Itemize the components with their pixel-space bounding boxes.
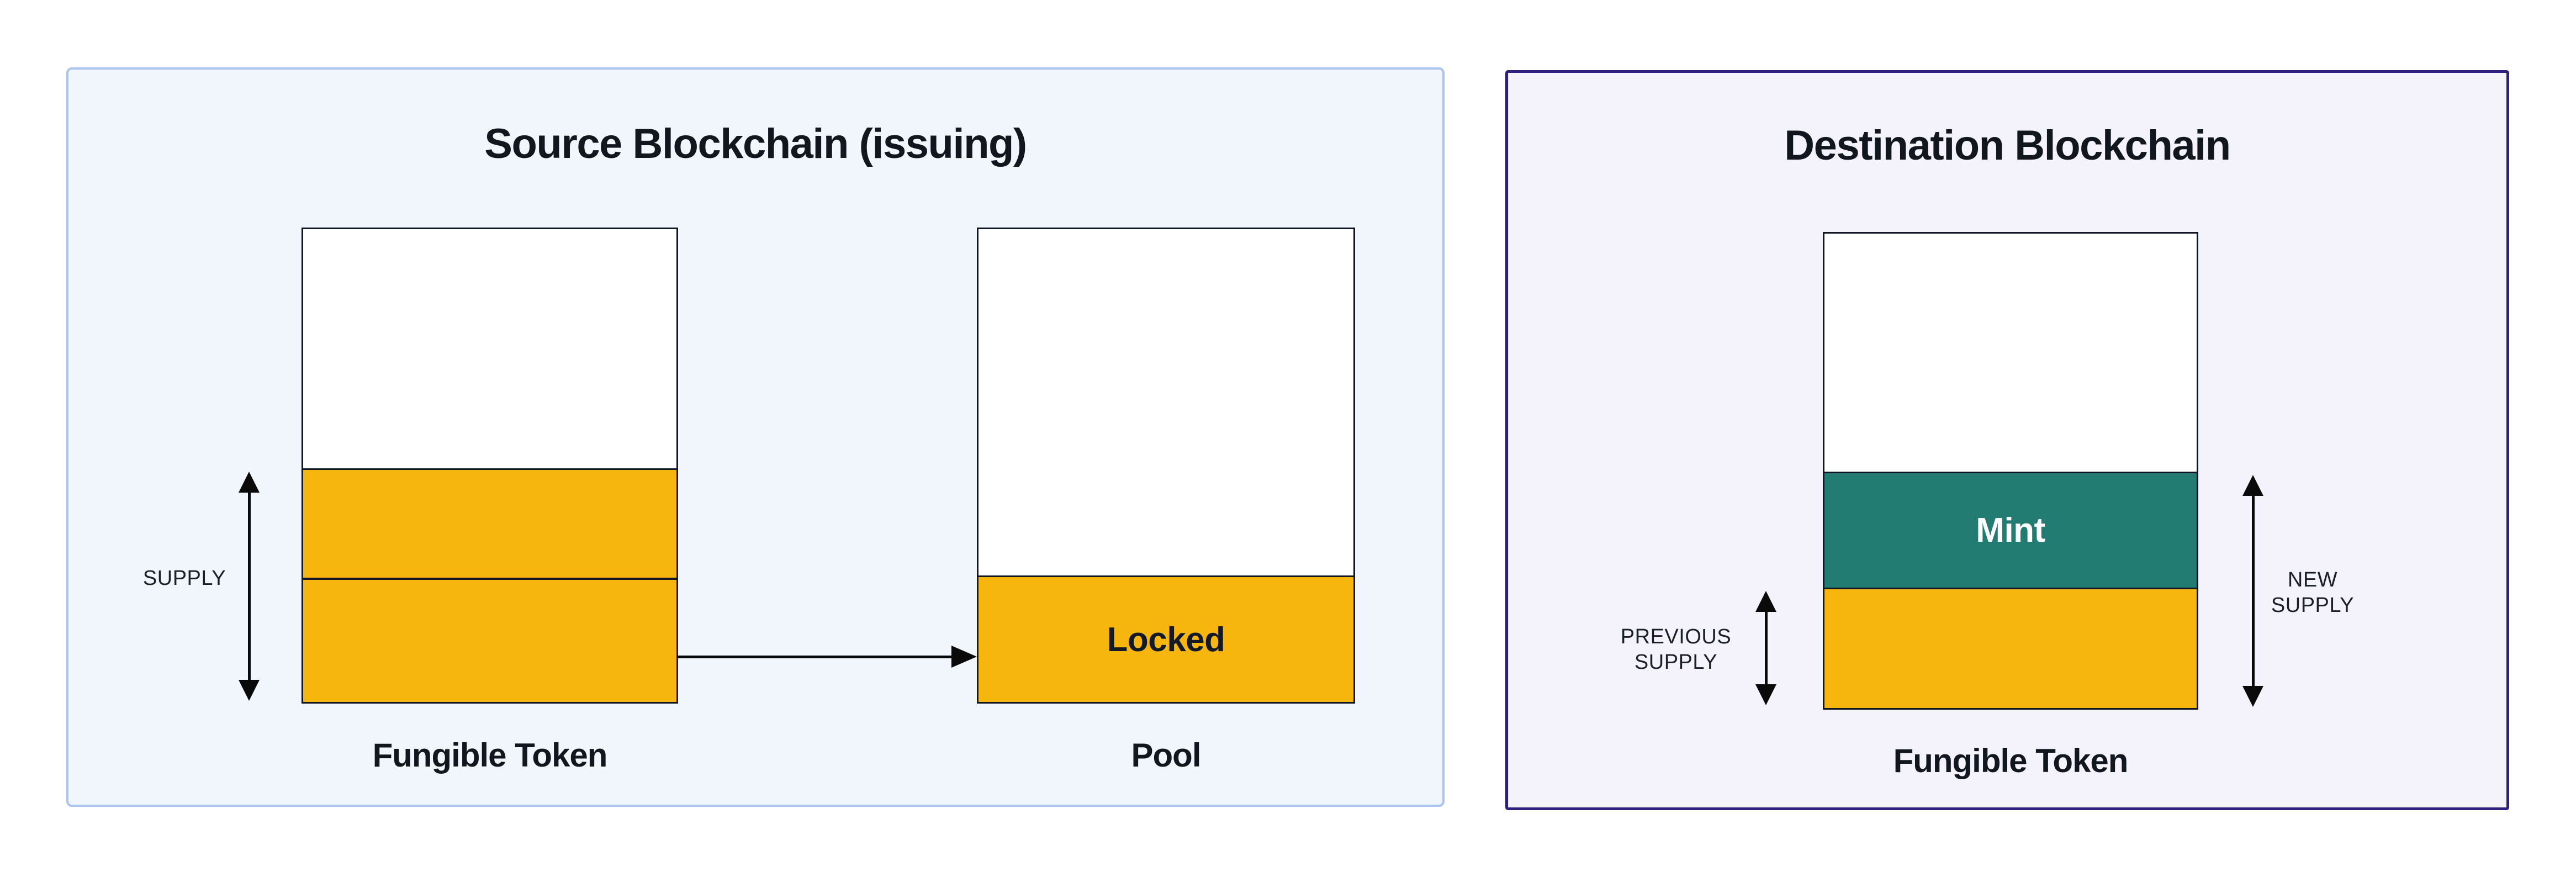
source-fungible-token-bar	[301, 228, 678, 704]
arrowhead-down-icon	[239, 680, 260, 701]
arrowhead-down-icon	[2242, 686, 2263, 707]
previous-supply-label: PREVIOUS SUPPLY	[1580, 624, 1772, 675]
new-supply-range-arrow-icon	[2242, 475, 2263, 707]
new-supply-label-line2: SUPPLY	[2271, 594, 2355, 617]
supply-label: SUPPLY	[142, 567, 226, 590]
arrow-shaft	[2251, 496, 2255, 686]
pool-locked-section: Locked	[978, 577, 1353, 702]
arrow-shaft	[247, 493, 251, 680]
pool-empty-section	[978, 229, 1353, 577]
arrow-shaft	[678, 655, 951, 658]
supply-range-arrow-icon	[239, 472, 260, 701]
destination-blockchain-panel: Destination Blockchain Mint PREVIOUS SUP…	[1505, 70, 2509, 810]
source-bar-unissued-section	[303, 229, 676, 470]
arrowhead-right-icon	[951, 646, 977, 668]
arrowhead-up-icon	[2242, 475, 2263, 496]
new-supply-label-line1: NEW	[2287, 568, 2338, 591]
arrowhead-up-icon	[239, 472, 260, 493]
previous-supply-label-line1: PREVIOUS	[1620, 625, 1732, 648]
mint-section: Mint	[1824, 473, 2197, 589]
destination-fungible-token-bar: Mint	[1823, 232, 2198, 710]
lock-transfer-arrow-icon	[678, 646, 977, 668]
source-fungible-token-caption: Fungible Token	[372, 737, 608, 774]
arrow-shaft	[1764, 612, 1768, 684]
pool-caption: Pool	[1131, 737, 1202, 774]
previous-supply-label-line2: SUPPLY	[1634, 651, 1718, 674]
pool-bar: Locked	[977, 228, 1355, 704]
destination-panel-title: Destination Blockchain	[1784, 122, 2231, 169]
destination-bar-unissued-section	[1824, 234, 2197, 473]
source-bar-supply-lower-section	[303, 580, 676, 702]
arrowhead-down-icon	[1755, 684, 1776, 705]
previous-supply-range-arrow-icon	[1755, 591, 1776, 705]
source-blockchain-panel: Source Blockchain (issuing) SUPPLY Locke…	[66, 67, 1445, 807]
mint-label: Mint	[1976, 511, 2045, 550]
source-bar-supply-upper-section	[303, 470, 676, 580]
locked-label: Locked	[1107, 620, 1225, 659]
arrowhead-up-icon	[1755, 591, 1776, 612]
new-supply-label: NEW SUPPLY	[2230, 567, 2395, 618]
source-panel-title: Source Blockchain (issuing)	[484, 120, 1027, 167]
destination-bar-previous-supply-section	[1824, 589, 2197, 708]
destination-fungible-token-caption: Fungible Token	[1893, 742, 2129, 779]
